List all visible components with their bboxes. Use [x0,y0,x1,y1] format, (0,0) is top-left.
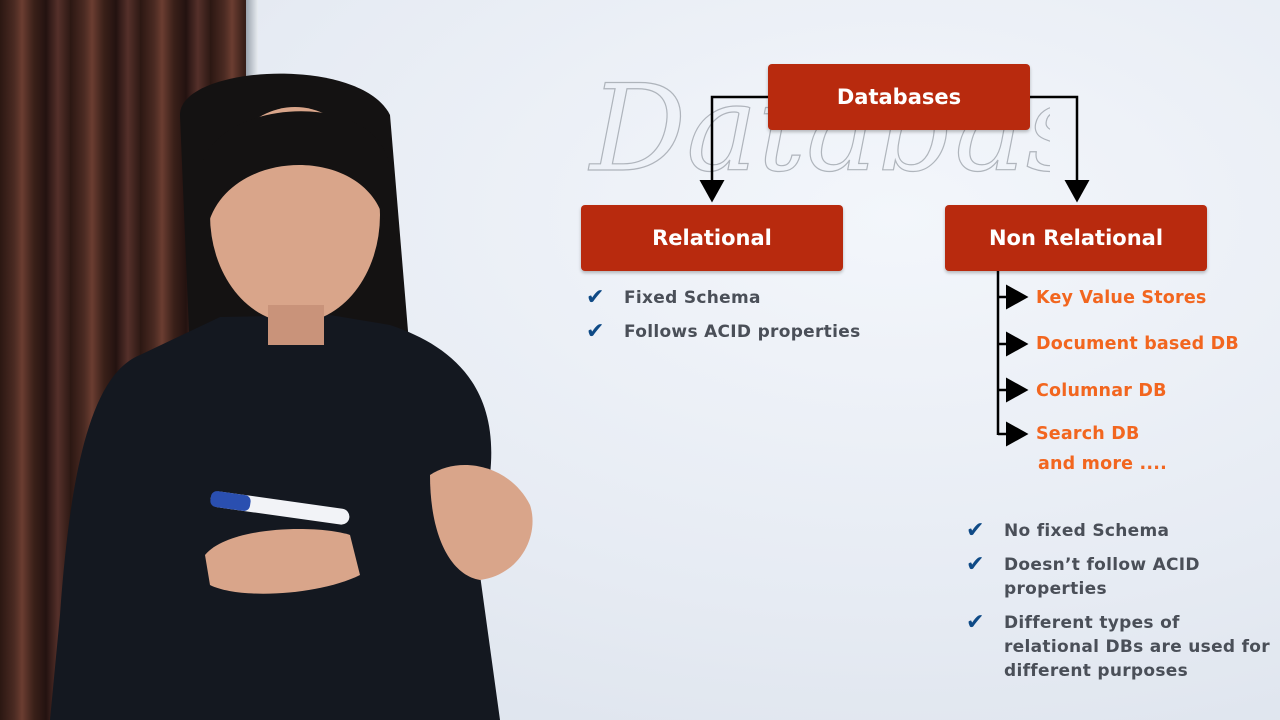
presenter [50,73,533,720]
node-non-relational: Non Relational [945,205,1207,271]
checkmark-icon: ✔ [586,285,605,310]
nonrel-type-item: and more .... [1038,454,1167,474]
relational-trait: ✔ Fixed Schema [586,286,926,310]
node-relational-label: Relational [652,226,772,250]
relational-trait-text: Fixed Schema [624,288,761,308]
nonrel-trait: ✔ Different types of relational DBs are … [966,611,1276,683]
nonrel-type-item: Columnar DB [1036,381,1167,401]
nonrel-trait-text: Different types of relational DBs are us… [1004,613,1270,681]
nonrel-trait: ✔ No fixed Schema [966,519,1271,543]
nonrel-type-item: Document based DB [1036,334,1239,354]
nonrel-trait: ✔ Doesn’t follow ACID properties [966,553,1236,601]
node-databases: Databases [768,64,1030,130]
node-relational: Relational [581,205,843,271]
nonrel-trait-text: Doesn’t follow ACID properties [1004,555,1200,599]
nonrel-trait-text: No fixed Schema [1004,521,1170,541]
relational-trait: ✔ Follows ACID properties [586,320,926,344]
node-databases-label: Databases [836,85,962,109]
checkmark-icon: ✔ [966,552,985,577]
nonrel-type-item: Search DB [1036,424,1140,444]
node-non-relational-label: Non Relational [988,226,1164,250]
checkmark-icon: ✔ [966,610,985,635]
relational-trait-text: Follows ACID properties [624,322,861,342]
checkmark-icon: ✔ [586,319,605,344]
checkmark-icon: ✔ [966,518,985,543]
nonrel-type-item: Key Value Stores [1036,288,1207,308]
